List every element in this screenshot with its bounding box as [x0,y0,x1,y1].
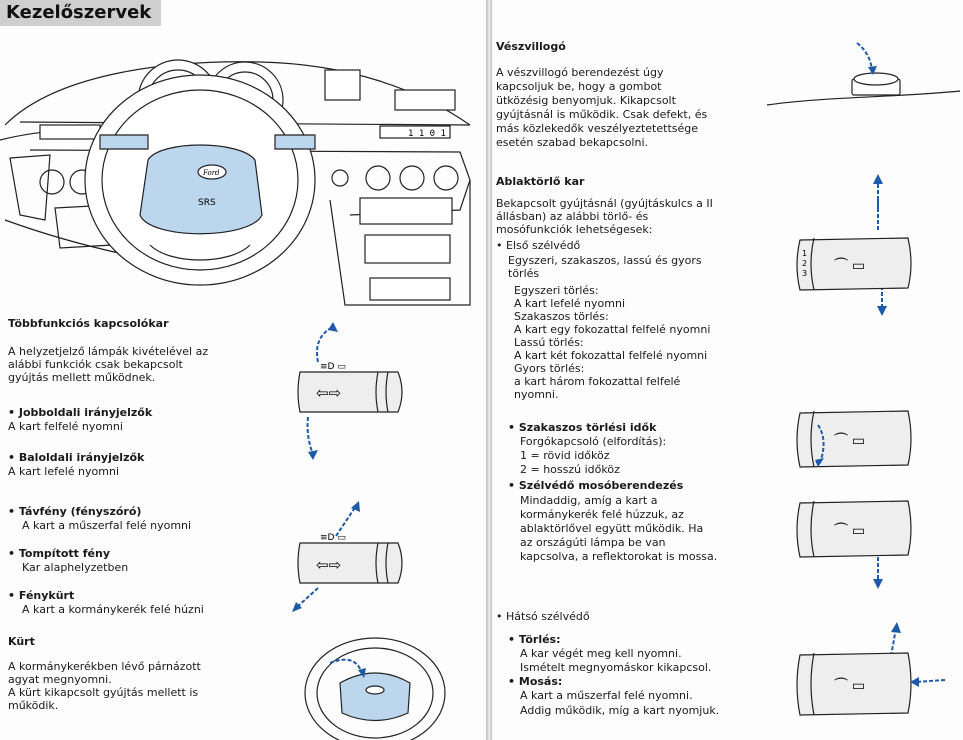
wiper-icon: ⏜ ▭ [833,432,865,449]
hazard-line-2: kapcsoljuk be, hogy a gombot [496,80,662,93]
headlight-stalk-diagram: ⇦⇨ ≡D ▭ [292,501,403,612]
rear-wash-label: • Mosás: [508,675,563,688]
stalk-number-3: 3 [802,269,807,278]
wiper-intro-3: mosófunkciók lehetségesek: [496,223,653,236]
interval-line-3: 2 = hosszú időköz [520,463,620,476]
wiper-stalk-diagram-2: ⏜ ▭ [796,410,912,468]
horn-heading: Kürt [8,635,35,648]
rear-wiper-stalk-diagram: ⏜ ▭ [796,622,946,716]
right-signal-label: • Jobboldali irányjelzők [8,406,153,419]
beam-icon: ≡D ▭ [320,533,346,543]
wiper-stalk-diagram-1: 1 2 3 ⏜ ▭ [796,174,912,316]
wiper-intro-1: Bekapcsolt gyújtásnál (gyújtáskulcs a II [496,197,713,210]
rear-wash-line-1: A kart a műszerfal felé nyomni. [520,689,693,702]
front-line-5: Lassú törlés: [514,336,584,349]
hazard-heading: Vészvillogó [496,40,566,53]
washer-line-1: Mindaddig, amíg a kart a [520,494,658,507]
left-signal-label: • Baloldali irányjelzők [8,451,145,464]
dashboard-illustration: 1 1 0 1 Ford SRS [0,59,471,306]
hazard-line-5: más közlekedők veszélyeztetettsége [496,122,699,135]
horn-wheel-diagram [304,637,446,740]
wiper-icon: ⏜ ▭ [833,522,865,539]
front-line-8: a kart három fokozattal felfelé [514,375,681,388]
interval-line-2: 1 = rövid időköz [520,449,610,462]
front-line-4: A kart egy fokozattal felfelé nyomni [514,323,711,336]
front-line-6: A kart két fokozattal felfelé nyomni [514,349,708,362]
ford-badge: Ford [202,169,220,177]
srs-label: SRS [198,198,216,208]
turn-arrows-icon: ⇦⇨ [316,384,341,402]
stalk-number-2: 2 [802,259,807,268]
stalk-number-1: 1 [802,249,807,258]
interval-line-1: Forgókapcsoló (elfordítás): [520,435,667,448]
clock-display: 1 1 0 1 [408,129,446,139]
high-beam-label: • Távfény (fényszóró) [8,505,142,518]
wiper-icon: ⏜ ▭ [833,677,865,694]
front-sub-1: Egyszeri, szakaszos, lassú és gyors [508,254,702,267]
rear-wash-line-2: Addig működik, míg a kart nyomjuk. [520,704,720,717]
low-beam-text: Kar alaphelyzetben [22,561,129,574]
washer-line-2: kormánykerék felé húzzuk, az [520,508,684,521]
multi-switch-heading: Többfunkciós kapcsolókar [8,317,169,330]
front-line-2: A kart lefelé nyomni [514,297,626,310]
left-page: Kezelőszervek 1 1 0 1 [0,0,471,740]
washer-line-5: kapcsolva, a reflektorokat is mossa. [520,550,718,563]
wiper-intro-2: állásban) az alábbi törlő- és [496,210,649,223]
right-signal-text: A kart felfelé nyomni [8,420,123,433]
front-line-3: Szakaszos törlés: [514,310,609,323]
multi-switch-intro-3: gyújtás mellett működnek. [8,371,156,384]
turn-arrows-icon: ⇦⇨ [316,556,341,574]
rear-wipe-line-1: A kar végét meg kell nyomni. [520,647,682,660]
rear-wipe-line-2: Ismételt megnyomáskor kikapcsol. [520,661,712,674]
washer-heading: • Szélvédő mosóberendezés [508,479,684,492]
front-line-9: nyomni. [514,388,559,401]
hazard-button-diagram [766,42,961,106]
front-line-7: Gyors törlés: [514,362,585,375]
left-signal-text: A kart lefelé nyomni [8,465,120,478]
horn-line-4: működik. [8,699,59,712]
washer-line-4: az országúti lámpa be van [520,536,666,549]
book-gutter [486,0,494,740]
horn-line-2: agyat megnyomni. [8,673,112,686]
hazard-line-4: gyújtásnál is működik. Csak defekt, és [496,108,708,121]
flash-label: • Fénykürt [8,589,75,602]
horn-line-1: A kormánykerékben lévő párnázott [8,660,201,673]
turn-signal-stalk-diagram: ⇦⇨ ≡D ▭ [297,322,403,460]
front-heading: • Első szélvédő [496,239,581,252]
rear-wipe-label: • Törlés: [508,633,561,646]
wiper-heading: Ablaktörlő kar [496,175,585,188]
low-beam-label: • Tompított fény [8,547,110,560]
high-beam-text: A kart a műszerfal felé nyomni [22,519,192,532]
interval-heading: • Szakaszos törlési idők [508,421,657,434]
page-title: Kezelőszervek [0,0,162,26]
washer-line-3: ablaktörlővel együtt működik. Ha [520,522,704,535]
hazard-line-1: A vészvillogó berendezést úgy [496,66,664,79]
wiper-stalk-diagram-3: ⏜ ▭ [796,500,912,589]
hazard-line-6: esetén szabad bekapcsolni. [496,136,649,149]
rear-heading: • Hátsó szélvédő [496,610,590,623]
horn-line-3: A kürt kikapcsolt gyújtás mellett is [8,686,199,699]
front-line-1: Egyszeri törlés: [514,284,599,297]
hazard-line-3: ütközésig benyomjuk. Kikapcsolt [496,94,676,107]
flash-text: A kart a kormánykerék felé húzni [22,603,204,616]
front-sub-2: törlés [508,267,540,280]
multi-switch-intro-1: A helyzetjelző lámpák kivételével az [8,345,209,358]
multi-switch-intro-2: alábbi funkciók csak bekapcsolt [8,358,183,371]
right-page: Vészvillogó A vészvillogó berendezést úg… [492,0,963,740]
beam-icon: ≡D ▭ [320,362,346,372]
wiper-icon: ⏜ ▭ [833,257,865,274]
